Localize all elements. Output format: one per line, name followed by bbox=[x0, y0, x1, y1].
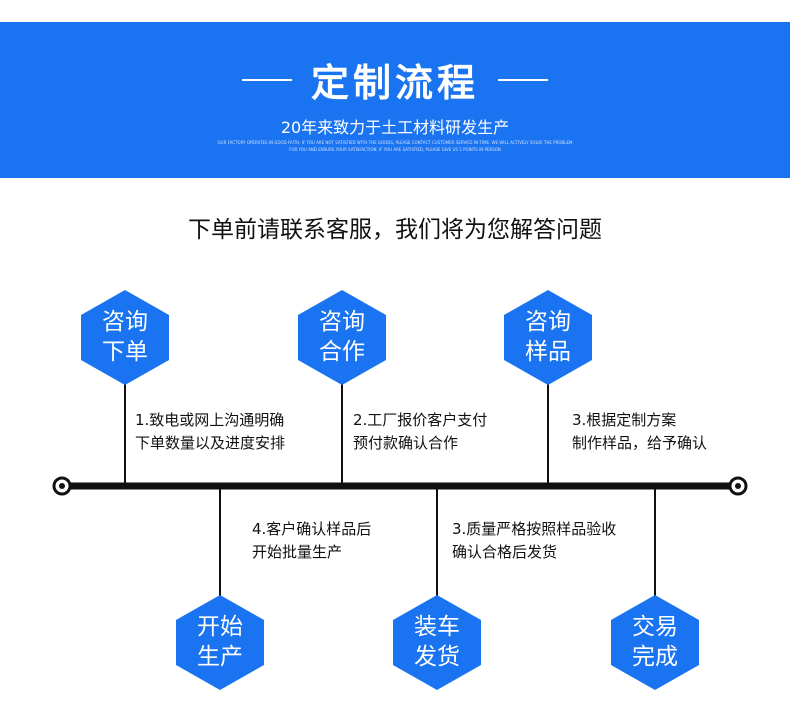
step-description-line: 3.根据定制方案 bbox=[572, 411, 677, 429]
title-row: 定制流程 bbox=[0, 52, 790, 107]
title-right-divider bbox=[498, 78, 549, 81]
hexagon-label-line: 样品 bbox=[525, 339, 571, 365]
hexagon-label-line: 合作 bbox=[319, 339, 365, 365]
hexagon-step-6 bbox=[611, 595, 699, 690]
hexagon-label-line: 开始 bbox=[197, 614, 243, 640]
hexagon-label-line: 下单 bbox=[102, 339, 148, 365]
step-description-line: 1.致电或网上沟通明确 bbox=[135, 411, 285, 429]
step-description-line: 开始批量生产 bbox=[252, 543, 343, 561]
hexagon-label-line: 完成 bbox=[632, 644, 678, 670]
hexagon-label-line: 装车 bbox=[414, 614, 460, 640]
hexagon-step-5 bbox=[393, 595, 481, 690]
step-description-line: 确认合格后发货 bbox=[452, 543, 558, 561]
hexagon-label-line: 咨询 bbox=[525, 309, 571, 335]
hexagon-label-step-5: 装车 发货 bbox=[392, 612, 482, 672]
hexagon-label-step-4: 开始 生产 bbox=[175, 612, 265, 672]
contact-notice: 下单前请联系客服，我们将为您解答问题 bbox=[188, 217, 602, 243]
timeline-right-endpoint-dot bbox=[735, 483, 741, 489]
hexagon-step-2 bbox=[298, 290, 386, 385]
page-subtitle: 20年来致力于土工材料研发生产 bbox=[280, 118, 510, 137]
hexagon-label-line: 咨询 bbox=[319, 309, 365, 335]
step-description-2: 2.工厂报价客户支付 预付款确认合作 bbox=[353, 409, 487, 455]
fine-print-line-2: FOR YOU AND ENSURE YOUR SATISFACTION. IF… bbox=[289, 147, 501, 152]
hexagon-label-step-3: 咨询 样品 bbox=[503, 307, 593, 367]
step-description-4: 4.客户确认样品后 开始批量生产 bbox=[252, 518, 371, 564]
title-left-divider bbox=[241, 78, 292, 81]
step-description-line: 4.客户确认样品后 bbox=[252, 520, 372, 538]
hexagon-label-step-1: 咨询 下单 bbox=[80, 307, 170, 367]
hexagon-label-line: 交易 bbox=[632, 614, 678, 640]
hexagon-label-line: 发货 bbox=[414, 644, 460, 670]
step-description-1: 1.致电或网上沟通明确 下单数量以及进度安排 bbox=[135, 409, 285, 455]
step-description-line: 3.质量严格按照样品验收 bbox=[452, 520, 617, 538]
step-description-5: 3.质量严格按照样品验收 确认合格后发货 bbox=[452, 518, 616, 564]
hexagon-label-step-2: 咨询 合作 bbox=[297, 307, 387, 367]
hexagon-step-3 bbox=[504, 290, 592, 385]
step-description-line: 下单数量以及进度安排 bbox=[135, 434, 286, 452]
step-description-line: 制作样品，给予确认 bbox=[572, 434, 708, 452]
hexagon-label-line: 生产 bbox=[197, 644, 243, 670]
page-title: 定制流程 bbox=[310, 61, 479, 105]
fine-print-line-1: OUR FACTORY OPERATES IN GOOD FAITH. IF Y… bbox=[217, 140, 573, 145]
hexagon-step-4 bbox=[176, 595, 264, 690]
step-description-line: 2.工厂报价客户支付 bbox=[353, 411, 488, 429]
hexagon-label-step-6: 交易 完成 bbox=[610, 612, 700, 672]
header-banner: 定制流程 20年来致力于土工材料研发生产 OUR FACTORY OPERATE… bbox=[0, 22, 790, 178]
hexagon-step-1 bbox=[81, 290, 169, 385]
step-description-line: 预付款确认合作 bbox=[353, 434, 459, 452]
hexagon-label-line: 咨询 bbox=[102, 309, 148, 335]
timeline-left-endpoint-dot bbox=[59, 483, 65, 489]
step-description-3: 3.根据定制方案 制作样品，给予确认 bbox=[572, 409, 707, 455]
